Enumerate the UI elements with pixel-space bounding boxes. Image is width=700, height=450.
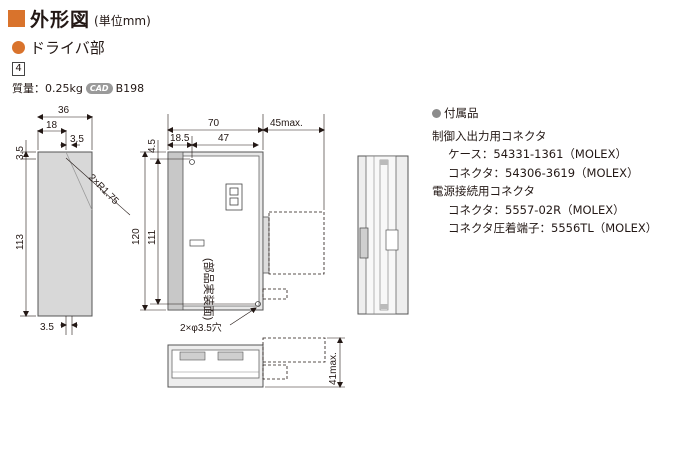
dim-47: 47 bbox=[218, 133, 230, 144]
side-view-left: 36 18 3.5 3.5 113 2×R1.75 3.5 bbox=[15, 105, 131, 335]
accessory-section: 電源接続用コネクタ コネクタ：5557-02R（MOLEX） コネクタ圧着端子：… bbox=[432, 182, 657, 238]
bullet-dot-icon bbox=[432, 108, 441, 118]
dim-3-5-bottom: 3.5 bbox=[40, 322, 54, 333]
dim-18-5: 18.5 bbox=[170, 133, 190, 144]
section-heading: 制御入出力用コネクタ bbox=[432, 128, 547, 143]
side-view-right bbox=[357, 155, 409, 315]
unit-label: (単位mm) bbox=[94, 14, 151, 28]
list-item: ケース：54331-1361（MOLEX） bbox=[448, 147, 627, 161]
header-square-icon bbox=[8, 10, 25, 27]
section-title: ドライバ部 bbox=[30, 39, 105, 57]
list-item: コネクタ圧着端子：5556TL（MOLEX） bbox=[448, 221, 658, 235]
section-heading: 電源接続用コネクタ bbox=[432, 184, 536, 198]
bottom-view: 41max. bbox=[167, 337, 345, 388]
dim-120: 120 bbox=[131, 228, 142, 245]
dim-3-5-top: 3.5 bbox=[70, 134, 84, 145]
page-title: 外形図 bbox=[30, 9, 91, 31]
dim-113: 113 bbox=[15, 234, 26, 250]
front-view: (部品実装面) 70 45max. 18.5 47 4.5 120 111 2×… bbox=[131, 114, 325, 334]
cad-badge: CAD bbox=[85, 82, 113, 94]
dim-70: 70 bbox=[208, 118, 220, 129]
accessories-heading: 付属品 bbox=[432, 104, 657, 123]
bullet-circle-icon bbox=[12, 41, 25, 54]
dim-111: 111 bbox=[147, 229, 158, 245]
accessory-section: 制御入出力用コネクタ ケース：54331-1361（MOLEX） コネクタ：54… bbox=[432, 127, 657, 183]
dim-45max: 45max. bbox=[270, 118, 303, 129]
list-item: コネクタ：5557-02R（MOLEX） bbox=[448, 202, 625, 217]
item-number-box: 4 bbox=[12, 62, 25, 76]
accessories-title: 付属品 bbox=[444, 106, 479, 120]
dim-hole: 2×φ3.5穴 bbox=[180, 321, 222, 334]
cad-code: B198 bbox=[115, 81, 145, 95]
panel-label: (部品実装面) bbox=[202, 258, 216, 320]
dim-18: 18 bbox=[46, 120, 58, 131]
mass-line: 質量：0.25kg CAD B198 bbox=[12, 80, 144, 96]
section-heading: ドライバ部 bbox=[12, 37, 105, 58]
accessories-panel: 付属品 制御入出力用コネクタ ケース：54331-1361（MOLEX） コネク… bbox=[432, 104, 657, 238]
dim-36: 36 bbox=[58, 105, 70, 116]
dim-41max: 41max. bbox=[328, 352, 339, 385]
dim-3-5-left: 3.5 bbox=[15, 146, 26, 160]
page-header: 外形図 (単位mm) bbox=[8, 5, 151, 32]
dim-4-5: 4.5 bbox=[147, 139, 158, 153]
mass-label: 質量：0.25kg bbox=[12, 82, 83, 95]
list-item: コネクタ：54306-3619（MOLEX） bbox=[448, 165, 639, 180]
